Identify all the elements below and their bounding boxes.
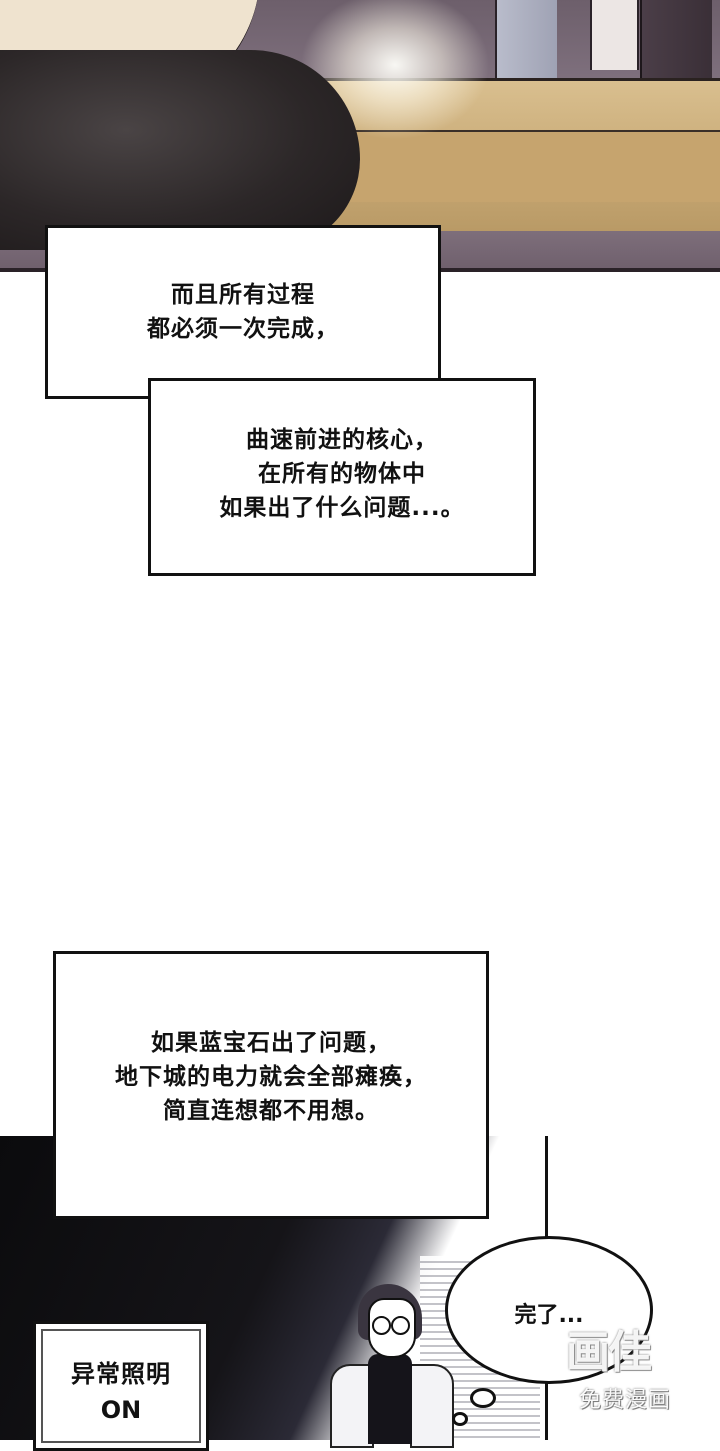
turtleneck: [368, 1354, 412, 1444]
caption-box-3: 如果蓝宝石出了问题， 地下城的电力就会全部瘫痪， 简直连想都不用想。: [53, 951, 489, 1219]
illustration-panel-lab: [0, 0, 720, 272]
lab-coat: [590, 0, 639, 70]
watermark-subtitle: 免费漫画: [578, 1388, 671, 1413]
caption-line: 如果蓝宝石出了问题，: [151, 1030, 391, 1056]
caption-line: 都必须一次完成，: [147, 316, 339, 342]
sign-label: 异常照明: [71, 1360, 171, 1388]
speech-text: 完了...: [514, 1303, 584, 1328]
caption-line: 而且所有过程: [171, 282, 315, 308]
caption-line: 如果出了什么问题...。: [219, 495, 465, 521]
scientist-legs: [495, 0, 557, 80]
speech-bubble: 完了...: [445, 1236, 653, 1384]
status-sign: 异常照明 ON: [33, 1321, 209, 1451]
character-with-glasses: [330, 1270, 454, 1448]
caption-line: 地下城的电力就会全部瘫痪，: [115, 1064, 427, 1090]
caption-line: 简直连想都不用想。: [163, 1098, 379, 1124]
caption-line: 在所有的物体中: [258, 461, 426, 487]
black-glove: [0, 50, 360, 250]
watermark-logo: 画佳: [566, 1327, 652, 1378]
thought-bubble-dot: [452, 1412, 468, 1426]
console-ledge: [340, 130, 720, 202]
lab-coat-right: [410, 1364, 454, 1448]
caption-box-2: 曲速前进的核心， 在所有的物体中 如果出了什么问题...。: [148, 378, 536, 576]
glasses-icon: [372, 1316, 391, 1335]
caption-box-1: 而且所有过程 都必须一次完成，: [45, 225, 441, 399]
scientist-legs-dark: [640, 0, 712, 82]
watermark: 画佳 免费漫画: [560, 1316, 690, 1416]
glasses-icon: [391, 1316, 410, 1335]
thought-bubble-dot: [470, 1388, 496, 1408]
caption-line: 曲速前进的核心，: [246, 427, 438, 453]
sign-state: ON: [100, 1396, 142, 1424]
